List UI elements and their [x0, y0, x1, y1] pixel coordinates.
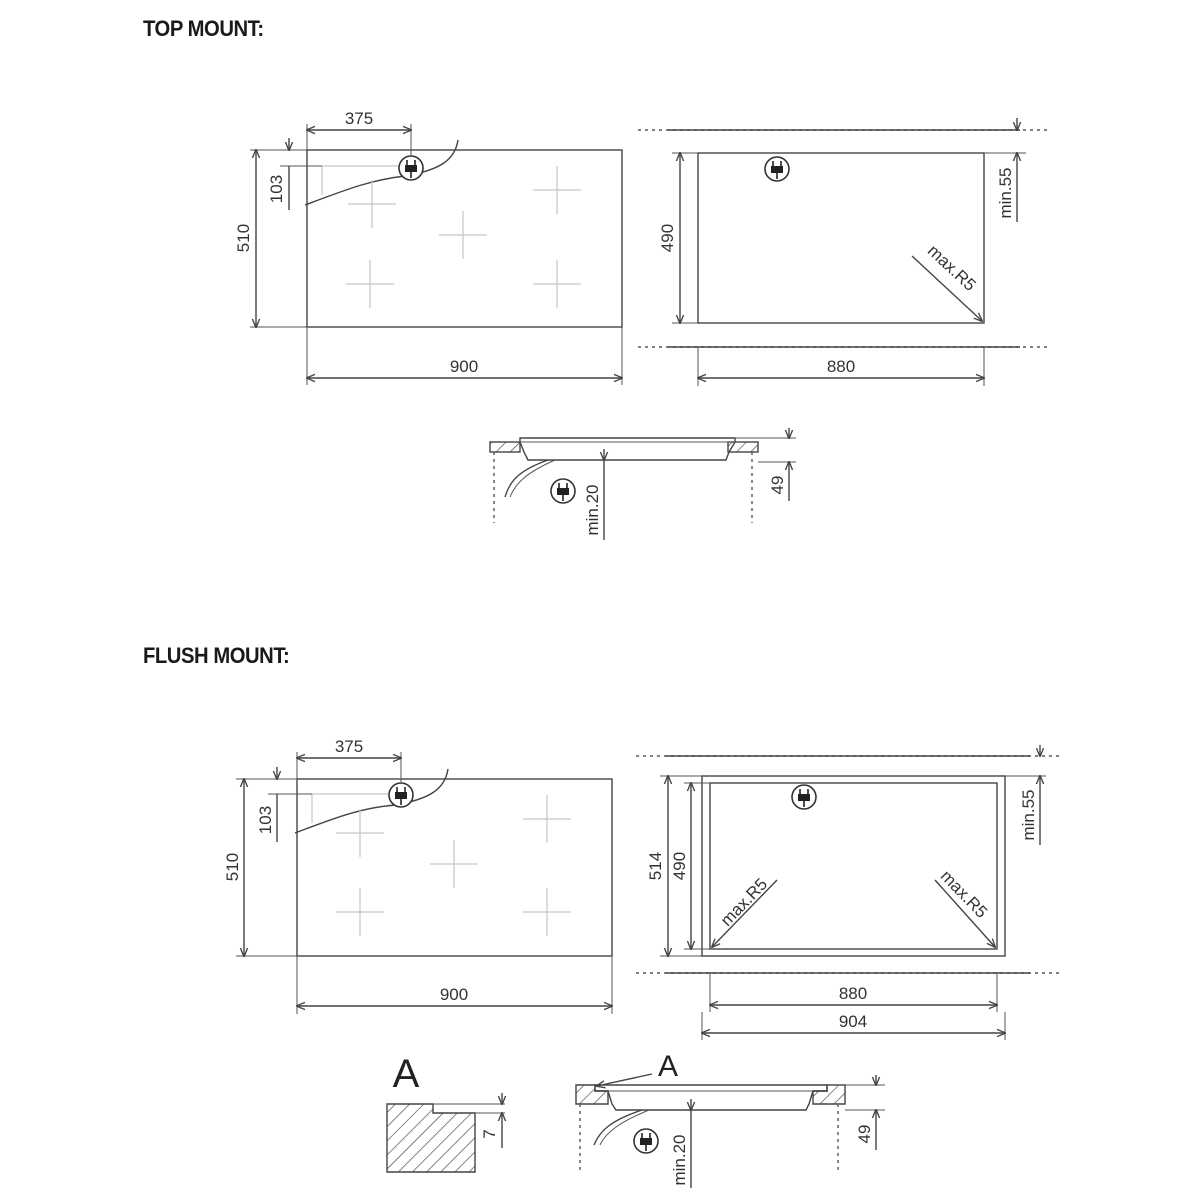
hob-profile — [594, 1084, 828, 1111]
hob-height-label: 49 — [768, 476, 787, 495]
power-plug-icon — [633, 1128, 659, 1154]
plug-offset-x-label: 375 — [345, 109, 373, 128]
cutout-outline — [697, 152, 985, 324]
power-plug-icon — [764, 156, 790, 182]
recess-step-label: 7 — [480, 1129, 499, 1138]
power-plug-icon — [398, 155, 424, 181]
flush-mount-section: A min.20 49 — [575, 1050, 885, 1188]
hob-width-label: 900 — [440, 985, 468, 1004]
flush-mount-cutout-plan: max.R5 max.R5 min.55 514 490 880 — [636, 745, 1062, 1040]
cooking-zone-icon — [438, 210, 488, 260]
detail-a-callout: A — [658, 1050, 678, 1083]
cutout-outline — [709, 782, 998, 950]
flush-mount-hob-plan: 375 103 510 900 — [223, 737, 612, 1014]
plug-offset-y-label: 103 — [256, 806, 275, 834]
top-mount-heading: TOP MOUNT: — [143, 16, 264, 41]
plug-offset-x-label: 375 — [335, 737, 363, 756]
corner-radius-label: max.R5 — [937, 867, 991, 922]
hob-depth-label: 510 — [223, 853, 242, 881]
recess-depth-label: 514 — [646, 852, 665, 880]
power-plug-icon — [388, 782, 414, 808]
recess-outline — [701, 775, 1006, 957]
min-clearance-label: min.20 — [670, 1134, 689, 1185]
cooking-zone-icon — [345, 259, 395, 309]
hob-width-label: 900 — [450, 357, 478, 376]
hob-height-label: 49 — [855, 1125, 874, 1144]
flush-mount-heading: FLUSH MOUNT: — [143, 643, 290, 668]
top-mount-cutout-plan: max.R5 min.55 490 880 — [638, 118, 1048, 386]
power-plug-icon — [550, 478, 576, 504]
hob-outline — [306, 149, 623, 328]
corner-radius-label: max.R5 — [924, 241, 980, 295]
corner-radius-label: max.R5 — [717, 875, 771, 930]
cooking-zone-icon — [429, 839, 479, 889]
cooking-zone-icon — [522, 887, 572, 937]
min-clearance-label: min.20 — [583, 484, 602, 535]
cooking-zone-icon — [335, 887, 385, 937]
hob-depth-label: 510 — [234, 224, 253, 252]
min-rear-gap-label: min.55 — [1019, 789, 1038, 840]
hob-outline — [296, 778, 613, 957]
detail-a-title: A — [393, 1052, 420, 1096]
min-rear-gap-label: min.55 — [996, 167, 1015, 218]
cutout-depth-label: 490 — [658, 224, 677, 252]
recess-detail — [386, 1103, 476, 1173]
cutout-depth-label: 490 — [670, 852, 689, 880]
top-mount-section: min.20 49 — [489, 428, 796, 540]
top-mount-hob-plan: 375 103 510 900 — [234, 109, 622, 385]
cutout-width-label: 880 — [827, 357, 855, 376]
cooking-zone-icon — [522, 794, 572, 844]
cutout-width-label: 880 — [839, 984, 867, 1003]
power-plug-icon — [791, 784, 817, 810]
detail-a: A 7 — [386, 1052, 505, 1173]
cooking-zone-icon — [532, 165, 582, 215]
plug-offset-y-label: 103 — [267, 175, 286, 203]
hob-profile — [519, 437, 736, 461]
cooking-zone-icon — [532, 259, 582, 309]
recess-width-label: 904 — [839, 1012, 867, 1031]
